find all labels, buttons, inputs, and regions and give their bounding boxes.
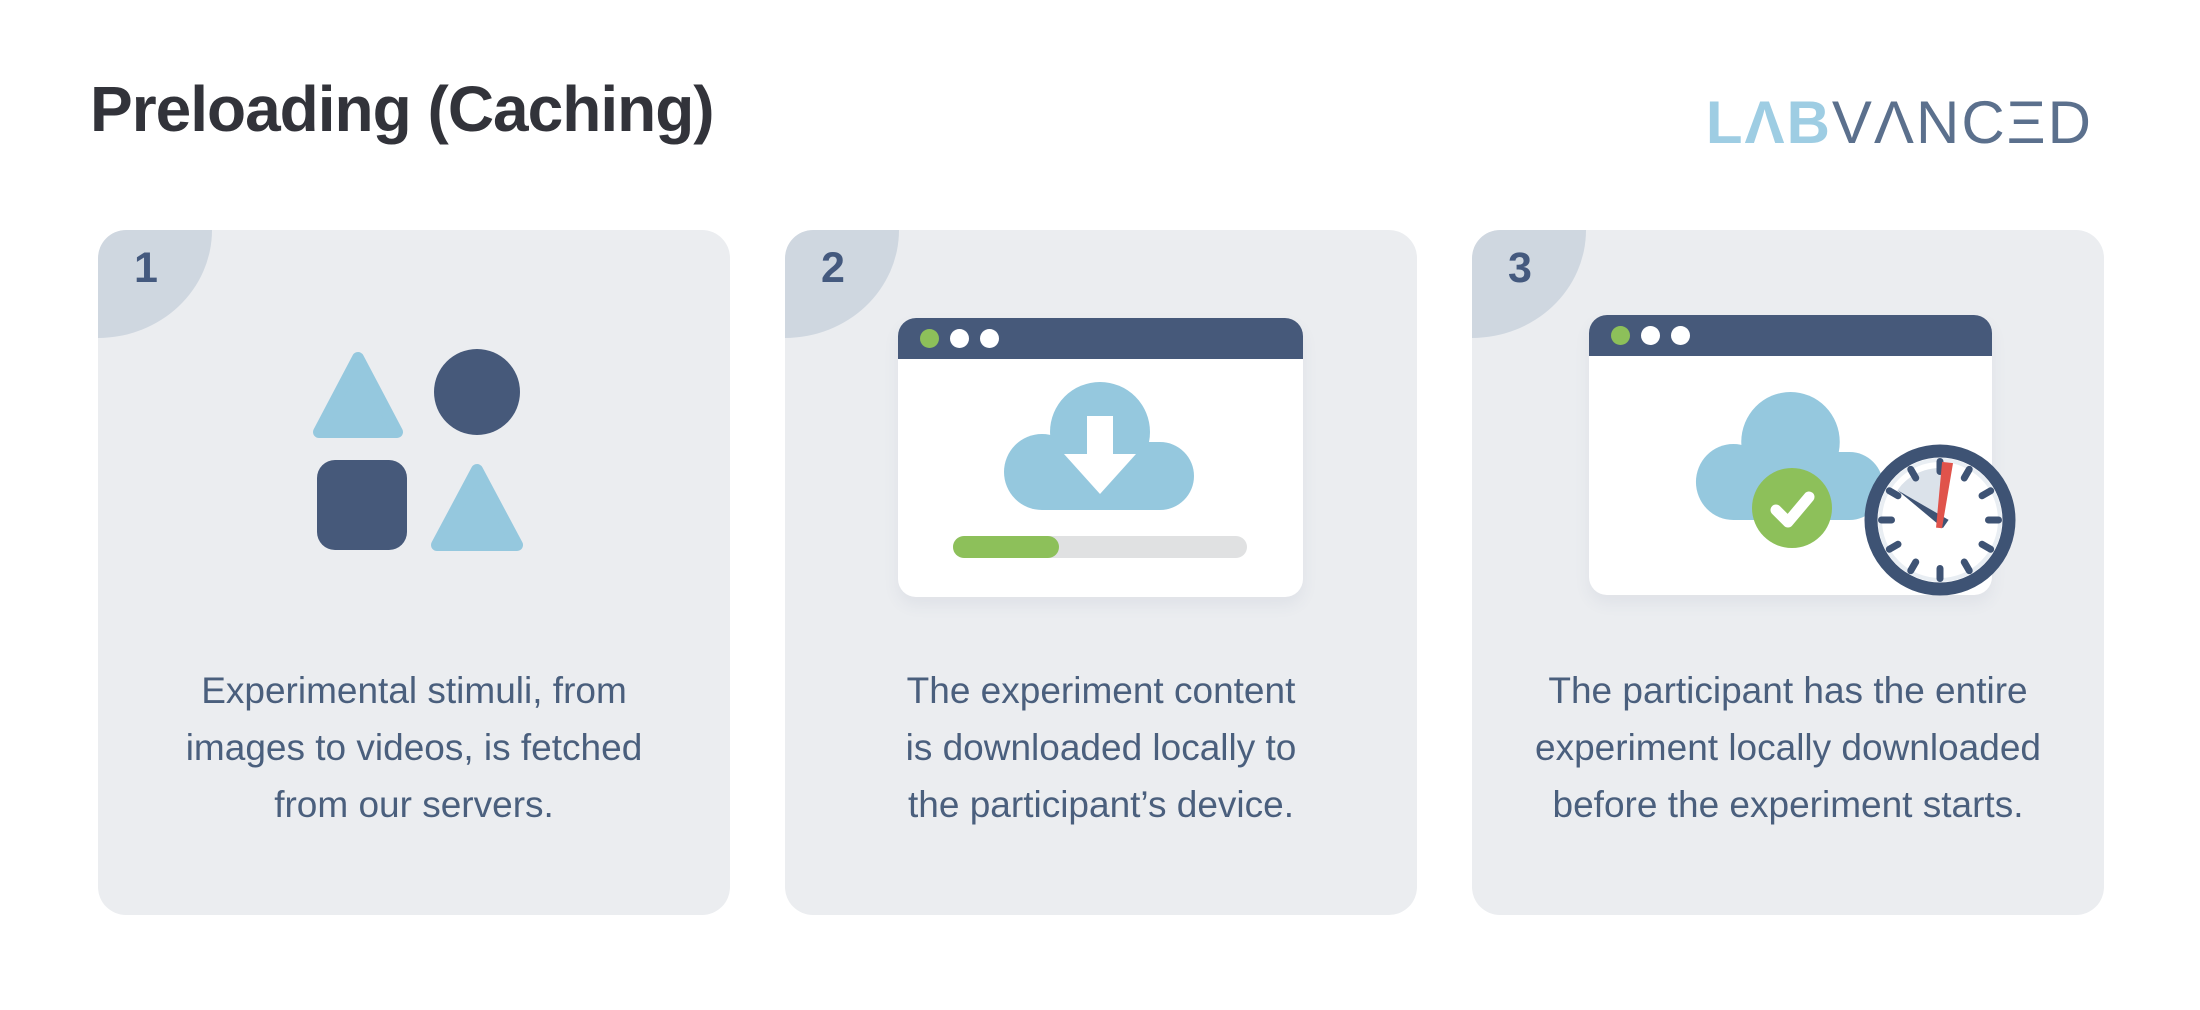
window-dot-icon [1611,326,1630,345]
caption-line: from our servers. [274,784,554,825]
browser-title-bar [898,318,1303,359]
caption-line: The experiment content [906,670,1296,711]
window-dot-icon [920,329,939,348]
stimuli-shapes-illustration [313,349,523,551]
caption-line: is downloaded locally to [905,727,1297,768]
circle-icon [434,349,520,435]
step-card-3: 3 [1472,230,2104,915]
step-caption: Experimental stimuli, from images to vid… [98,662,730,833]
triangle-icon [313,352,403,438]
window-dot-icon [980,329,999,348]
hour-hand [1897,490,1949,529]
triangle-icon [431,464,523,551]
browser-title-bar [1589,315,1992,356]
step-number: 2 [821,244,845,292]
steps-row: 1 Experimental stimuli, from images to v… [98,230,2104,915]
progress-bar [953,536,1247,558]
caption-line: The participant has the entire [1548,670,2028,711]
caption-line: Experimental stimuli, from [201,670,627,711]
logo-vanced-text: VΛNCΞD [1831,89,2093,156]
step-caption: The participant has the entire experimen… [1472,662,2104,833]
caption-line: the participant’s device. [908,784,1294,825]
cloud-download-icon [1004,382,1194,510]
caption-line: experiment locally downloaded [1535,727,2041,768]
step-number: 1 [134,244,158,292]
window-dot-icon [950,329,969,348]
window-dot-icon [1641,326,1660,345]
step-caption: The experiment content is downloaded loc… [785,662,1417,833]
clock-icon [1864,444,2016,596]
second-hand [1936,461,1954,529]
progress-bar-fill [953,536,1059,558]
step-card-1: 1 Experimental stimuli, from images to v… [98,230,730,915]
caption-line: images to videos, is fetched [185,727,643,768]
page-title: Preloading (Caching) [90,73,715,145]
download-arrow-icon [1064,416,1136,494]
window-dot-icon [1671,326,1690,345]
step-card-2: 2 The experiment content [785,230,1417,915]
square-icon [317,460,407,550]
step-number: 3 [1508,244,1532,292]
caption-line: before the experiment starts. [1552,784,2024,825]
check-icon [1752,468,1832,548]
logo-lab-text: LΛB [1705,89,1832,156]
